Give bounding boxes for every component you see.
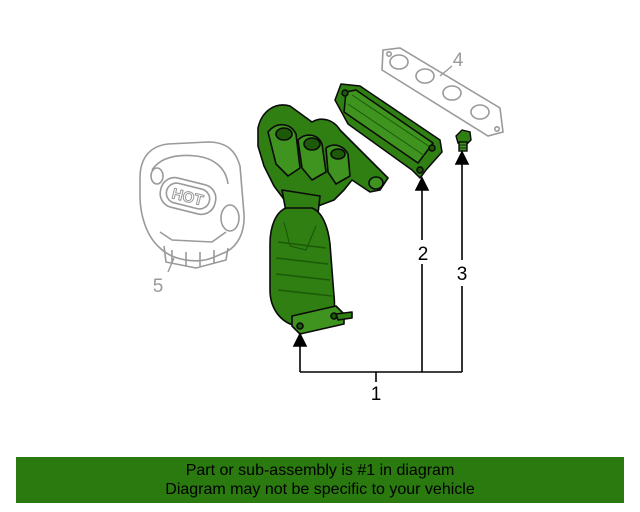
callout-1: 1 [371,384,382,405]
exhaust-manifold-part-1[interactable] [257,104,389,335]
leader-lines-ghost [167,65,453,273]
info-banner: Part or sub-assembly is #1 in diagram Di… [16,457,624,503]
parts-diagram: HOT [139,47,504,405]
leader-lines [292,150,470,382]
bolt-part-3[interactable] [455,129,472,152]
banner-line-disclaimer: Diagram may not be specific to your vehi… [165,481,475,498]
engine-cover-part-5[interactable]: HOT [139,141,245,269]
callout-3: 3 [457,264,468,285]
callout-5: 5 [153,276,164,297]
callout-4: 4 [453,50,464,71]
banner-line-part-number: Part or sub-assembly is #1 in diagram [185,462,455,479]
hot-badge: HOT [159,176,217,216]
heat-shield-part-2[interactable] [334,83,443,179]
gasket-part-4[interactable] [381,47,504,137]
callout-2: 2 [418,244,429,265]
